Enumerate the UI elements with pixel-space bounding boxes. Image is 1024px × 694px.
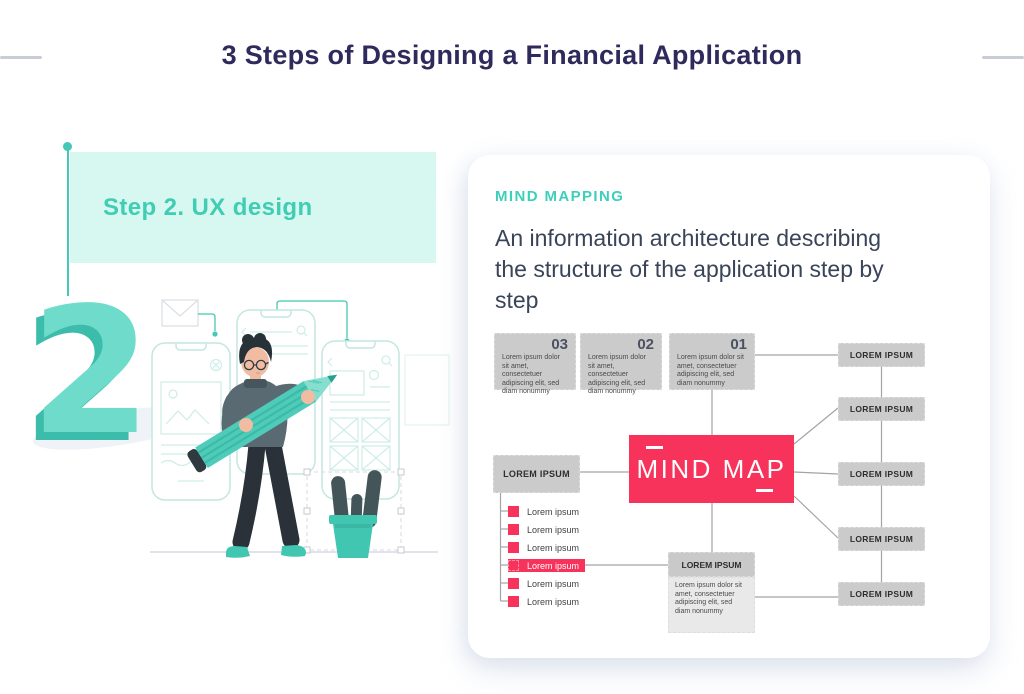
person-illustration bbox=[187, 333, 338, 558]
decor-dash bbox=[646, 446, 663, 449]
mind-map-center-node: MIND MAP bbox=[629, 435, 794, 503]
box-text: Lorem ipsum dolor sit amet, consectetuer… bbox=[677, 354, 744, 387]
list-item-highlighted: Lorem ipsum bbox=[508, 559, 585, 572]
envelope-icon bbox=[161, 299, 199, 327]
step-banner-label: Step 2. UX design bbox=[103, 193, 313, 221]
flag-pole bbox=[67, 150, 69, 296]
ux-design-illustration: 2 2 bbox=[22, 271, 450, 558]
right-branch-node: LOREM IPSUM bbox=[838, 462, 925, 486]
bullet-square-icon bbox=[508, 560, 519, 571]
step-banner: Step 2. UX design bbox=[70, 152, 436, 263]
right-branch-node: LOREM IPSUM bbox=[838, 397, 925, 421]
connector-wires bbox=[198, 300, 348, 338]
list-item: Lorem ipsum bbox=[508, 577, 579, 590]
card-kicker: MIND MAPPING bbox=[495, 188, 625, 205]
box-text: Lorem ipsum dolor sit amet, consectetuer… bbox=[588, 354, 646, 396]
flag-pole-dot bbox=[63, 142, 72, 151]
plant-illustration bbox=[329, 470, 382, 558]
bullet-square-icon bbox=[508, 506, 519, 517]
box-text: Lorem ipsum dolor sit amet, consectetuer… bbox=[502, 354, 560, 396]
bottom-node-header: LOREM IPSUM bbox=[668, 552, 755, 577]
bullet-square-icon bbox=[508, 596, 519, 607]
bullet-square-icon bbox=[508, 542, 519, 553]
decor-dash bbox=[756, 489, 773, 492]
left-branch-node: LOREM IPSUM bbox=[493, 455, 580, 493]
right-branch-node: LOREM IPSUM bbox=[838, 343, 925, 367]
bullet-square-icon bbox=[508, 578, 519, 589]
right-branch-node: LOREM IPSUM bbox=[838, 582, 925, 606]
bullet-square-icon bbox=[508, 524, 519, 535]
box-number: 02 bbox=[637, 336, 654, 353]
right-branch-node: LOREM IPSUM bbox=[838, 527, 925, 551]
number-2-3d: 2 2 bbox=[22, 271, 152, 482]
numbered-box-01: 01 Lorem ipsum dolor sit amet, consectet… bbox=[669, 333, 755, 390]
faint-frame bbox=[404, 354, 450, 426]
box-number: 01 bbox=[730, 336, 747, 353]
box-number: 03 bbox=[551, 336, 568, 353]
plant-selection bbox=[303, 468, 405, 554]
mind-map-label: MIND MAP bbox=[636, 453, 787, 484]
pencil-illustration bbox=[187, 374, 338, 473]
bottom-node-text: Lorem ipsum dolor sit amet, consectetuer… bbox=[668, 577, 755, 633]
numbered-box-02: 02 Lorem ipsum dolor sit amet, consectet… bbox=[580, 333, 662, 395]
phone-wireframe-left bbox=[151, 342, 231, 501]
svg-text:2: 2 bbox=[22, 279, 144, 482]
page-title: 3 Steps of Designing a Financial Applica… bbox=[221, 40, 803, 70]
list-item: Lorem ipsum bbox=[508, 523, 579, 536]
svg-text:2: 2 bbox=[30, 271, 152, 474]
mindmap-connector-lines bbox=[499, 354, 883, 602]
numbered-box-03: 03 Lorem ipsum dolor sit amet, consectet… bbox=[494, 333, 576, 395]
title-right-dash bbox=[982, 56, 1024, 59]
card-description: An information architecture describing t… bbox=[495, 225, 884, 313]
list-item: Lorem ipsum bbox=[508, 505, 579, 518]
mind-mapping-card: MIND MAPPING An information architecture… bbox=[468, 155, 990, 658]
list-item: Lorem ipsum bbox=[508, 595, 579, 608]
phone-wireframe-right bbox=[321, 340, 400, 500]
list-item: Lorem ipsum bbox=[508, 541, 579, 554]
title-left-dash bbox=[0, 56, 42, 59]
